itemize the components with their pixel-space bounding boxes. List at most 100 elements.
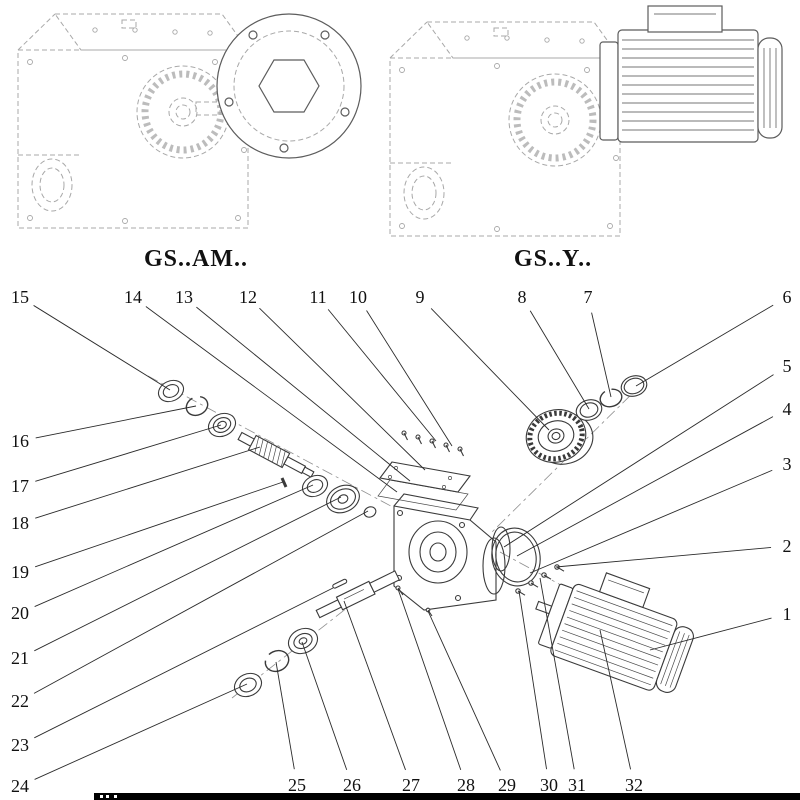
leader-line-7 bbox=[591, 312, 612, 398]
part-25-retaining-ring bbox=[264, 649, 290, 673]
callout-number-8: 8 bbox=[518, 287, 527, 307]
motor-drawing bbox=[599, 5, 783, 143]
callout-number-9: 9 bbox=[416, 287, 425, 307]
leader-line-23 bbox=[34, 587, 334, 739]
leader-line-8 bbox=[529, 310, 590, 410]
gearbox-flange-drawing bbox=[18, 13, 362, 228]
callout-number-20: 20 bbox=[11, 603, 29, 623]
callout-number-16: 16 bbox=[11, 431, 29, 451]
leader-line-29 bbox=[427, 610, 501, 771]
leader-line-4 bbox=[516, 416, 774, 557]
leader-line-16 bbox=[35, 405, 197, 439]
gearbox-motor-drawing bbox=[390, 5, 783, 236]
part-9-gear bbox=[525, 409, 594, 465]
callout-number-5: 5 bbox=[783, 356, 792, 376]
part-18-worm-shaft bbox=[237, 431, 315, 478]
motor-fins bbox=[622, 39, 754, 131]
part-21-washer-disc bbox=[326, 484, 360, 514]
model-label-gs-y: GS..Y.. bbox=[513, 246, 593, 272]
callout-number-29: 29 bbox=[498, 775, 516, 795]
flange-hub-hexagon bbox=[258, 59, 320, 113]
leader-line-25 bbox=[275, 661, 295, 770]
part-23-key bbox=[332, 578, 348, 589]
fan-cover-slots bbox=[763, 48, 777, 128]
part-27-output-shaft bbox=[315, 570, 401, 619]
part-6-seal-ring bbox=[620, 375, 648, 397]
callout-number-12: 12 bbox=[239, 287, 257, 307]
fastener-cluster-right bbox=[515, 564, 565, 596]
leader-line-27 bbox=[343, 600, 406, 771]
leader-line-31 bbox=[539, 577, 575, 770]
leader-line-3 bbox=[529, 469, 773, 574]
leader-line-20 bbox=[34, 484, 314, 608]
callout-number-30: 30 bbox=[540, 775, 558, 795]
footer-pip bbox=[100, 795, 103, 798]
callout-number-31: 31 bbox=[568, 775, 586, 795]
callout-number-28: 28 bbox=[457, 775, 475, 795]
housing-bore bbox=[408, 520, 468, 584]
gearbox-body-ghost-left bbox=[18, 14, 248, 228]
part-15-oil-seal bbox=[157, 379, 185, 403]
leader-line-11 bbox=[327, 309, 437, 442]
part-housing bbox=[393, 493, 506, 611]
exploded-assembly bbox=[147, 375, 694, 699]
part-22-spacer-ring bbox=[363, 506, 377, 518]
leader-line-5 bbox=[503, 374, 774, 548]
part-7-circlip bbox=[599, 388, 623, 408]
output-flange-drawing bbox=[216, 13, 362, 159]
gear-axis-line bbox=[491, 379, 647, 533]
footer-pip bbox=[106, 795, 109, 798]
footer-pip bbox=[114, 795, 117, 798]
leader-line-32 bbox=[599, 629, 632, 770]
part-19-pin bbox=[280, 477, 288, 488]
part-20-bearing bbox=[301, 474, 329, 498]
callout-number-25: 25 bbox=[288, 775, 306, 795]
leader-line-6 bbox=[635, 304, 774, 387]
callout-number-27: 27 bbox=[402, 775, 420, 795]
callout-number-3: 3 bbox=[783, 454, 792, 474]
leader-line-9 bbox=[430, 308, 550, 431]
leader-line-21 bbox=[34, 496, 342, 652]
leader-line-19 bbox=[34, 481, 284, 568]
motor-body bbox=[617, 29, 759, 143]
leader-line-18 bbox=[35, 446, 261, 519]
part-8-washer bbox=[575, 399, 603, 421]
callout-number-11: 11 bbox=[309, 287, 326, 307]
leader-line-24 bbox=[34, 683, 248, 780]
callout-number-21: 21 bbox=[11, 648, 29, 668]
cover-screws bbox=[401, 430, 464, 457]
callout-number-2: 2 bbox=[783, 536, 792, 556]
callout-number-17: 17 bbox=[11, 476, 29, 496]
leader-line-14 bbox=[145, 306, 398, 493]
input-axis-line bbox=[147, 375, 403, 513]
leader-line-28 bbox=[397, 588, 462, 771]
input-shaft-ghost bbox=[195, 101, 221, 116]
part-12-cover-plate bbox=[379, 461, 471, 493]
callout-number-24: 24 bbox=[11, 776, 29, 796]
callout-number-26: 26 bbox=[343, 775, 361, 795]
leader-line-22 bbox=[33, 510, 369, 694]
callout-number-10: 10 bbox=[349, 287, 367, 307]
callout-number-23: 23 bbox=[11, 735, 29, 755]
callout-number-32: 32 bbox=[625, 775, 643, 795]
part-24-oil-seal bbox=[233, 672, 263, 698]
leader-line-30 bbox=[518, 590, 547, 770]
motor-terminal-box bbox=[647, 5, 723, 33]
housing-output-face bbox=[482, 537, 506, 595]
callout-number-1: 1 bbox=[783, 604, 792, 624]
leader-line-10 bbox=[366, 310, 453, 447]
leader-line-12 bbox=[259, 307, 426, 471]
part-17-bearing bbox=[207, 412, 237, 438]
callout-number-4: 4 bbox=[783, 399, 792, 419]
callout-number-7: 7 bbox=[584, 287, 593, 307]
callout-number-6: 6 bbox=[783, 287, 792, 307]
leader-line-26 bbox=[301, 641, 348, 771]
part-16-retaining-ring bbox=[185, 395, 209, 417]
callout-number-22: 22 bbox=[11, 691, 29, 711]
part-1-motor bbox=[535, 572, 694, 693]
callout-number-14: 14 bbox=[124, 287, 142, 307]
part-26-bearing bbox=[287, 627, 319, 655]
leader-line-2 bbox=[555, 547, 772, 568]
